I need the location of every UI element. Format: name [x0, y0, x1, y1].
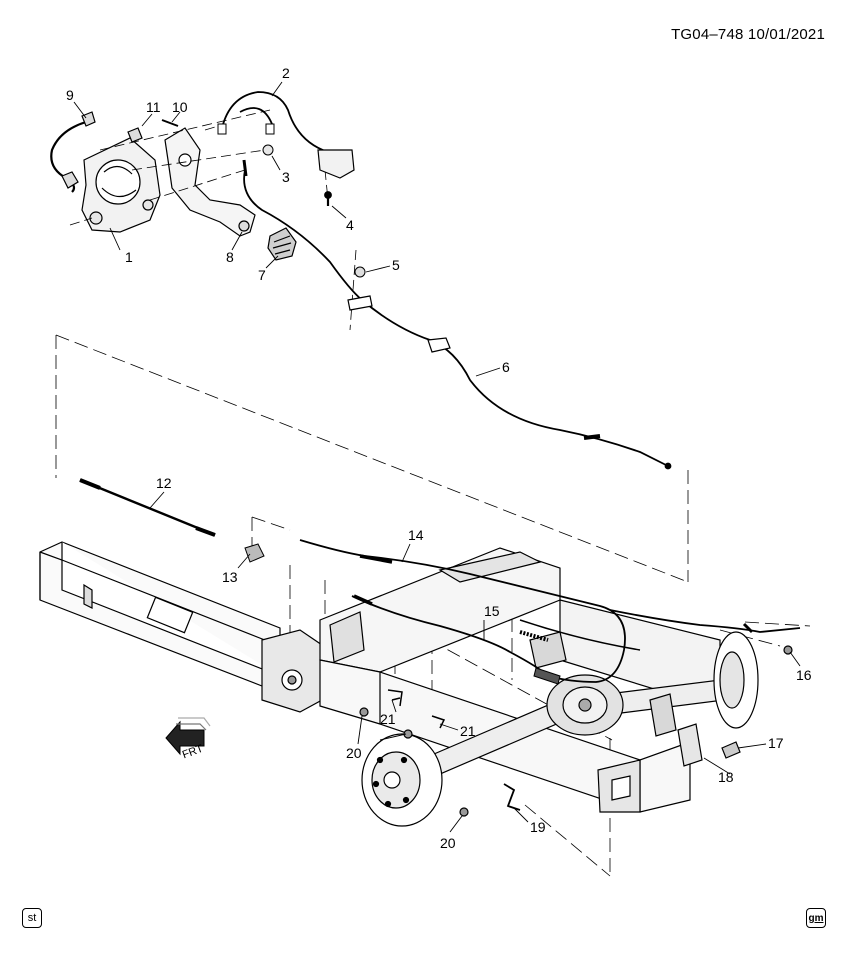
- callout-13: 13: [222, 569, 238, 585]
- callout-1: 1: [125, 249, 133, 265]
- upper-cable-assembly: [217, 91, 355, 206]
- vehicle-frame: [39, 541, 721, 813]
- callout-10: 10: [172, 99, 188, 115]
- callout-5: 5: [392, 257, 400, 273]
- callout-12: 12: [156, 475, 172, 491]
- callout-20-upper: 20: [346, 745, 362, 761]
- st-badge-icon: st: [22, 908, 42, 928]
- callout-2: 2: [282, 65, 290, 81]
- callout-leader-lines: [73, 81, 801, 833]
- callout-6: 6: [502, 359, 510, 375]
- rear-parking-brake-cables: [299, 539, 801, 685]
- callout-21-right: 21: [460, 723, 476, 739]
- callout-15: 15: [484, 603, 500, 619]
- callout-17: 17: [768, 735, 784, 751]
- front-direction-arrow: FRT: [165, 717, 211, 761]
- parking-brake-pedal-assembly: [50, 111, 297, 261]
- callout-20-lower: 20: [440, 835, 456, 851]
- callout-14: 14: [408, 527, 424, 543]
- callout-4: 4: [346, 217, 354, 233]
- callout-16: 16: [796, 667, 812, 683]
- callout-21-left: 21: [380, 711, 396, 727]
- fasteners-and-clips: [359, 645, 793, 817]
- callout-9: 9: [66, 87, 74, 103]
- callout-8: 8: [226, 249, 234, 265]
- callout-18: 18: [718, 769, 734, 785]
- intermediate-cable: [79, 478, 265, 563]
- rear-axle-assembly: [361, 619, 759, 827]
- callout-7: 7: [258, 267, 266, 283]
- callout-3: 3: [282, 169, 290, 185]
- cable-routing-dashed-box: [55, 334, 811, 877]
- gm-logo-icon: gm: [806, 908, 826, 928]
- callout-19: 19: [530, 819, 546, 835]
- front-parking-brake-cable: [242, 159, 672, 470]
- callout-11: 11: [146, 99, 161, 115]
- pedal-alignment-lines: [69, 109, 357, 331]
- diagram-reference-header: TG04–748 10/01/2021: [671, 26, 825, 43]
- callout-numbers: 1 2 3 4 5 6 7 8 9 10 11 12 13 14 15 16 1…: [66, 65, 812, 851]
